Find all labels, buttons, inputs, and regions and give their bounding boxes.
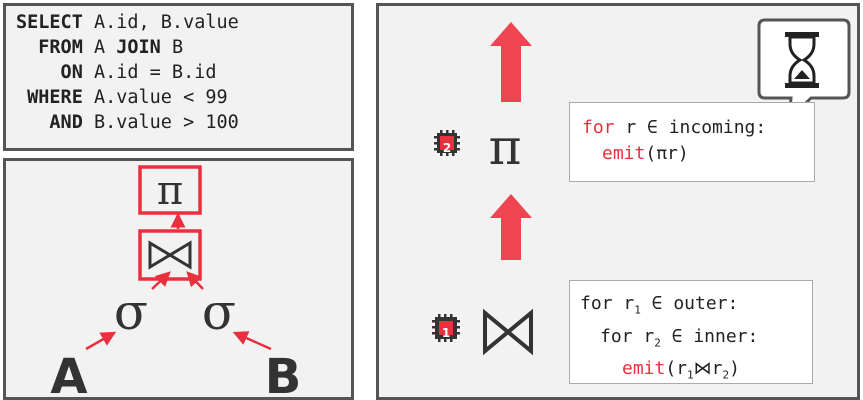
query-plan-tree: π σ σ A B [50, 165, 302, 397]
code-subscript: 2 [654, 336, 661, 350]
code-text: ∈ inner: [660, 325, 759, 347]
table-b-label: B [265, 349, 302, 397]
pipeline-join-symbol [483, 308, 533, 356]
lower-up-arrow [490, 194, 532, 260]
pipeline-panel: 2 π 1 for r ∈ incoming: [376, 3, 860, 400]
sql-join-condition: A.id = B.id [82, 62, 217, 83]
sql-keyword-select: SELECT [16, 12, 83, 33]
sql-join-table: B [160, 37, 184, 58]
projection-code-line-2: emit(πr) [582, 141, 814, 167]
cpu-chip-icon [434, 130, 460, 156]
sql-query-panel: SELECT A.id, B.value FROM A JOIN B ON A.… [3, 3, 354, 151]
sql-keyword-on: ON [16, 62, 83, 83]
edge-sigma-to-join-left [151, 271, 171, 290]
code-text: r ∈ incoming: [614, 117, 767, 138]
sql-keyword-from: FROM [16, 37, 83, 58]
edge-sigma-to-join-right [186, 271, 204, 290]
sql-from-table: A [82, 37, 117, 58]
table-a-label: A [50, 349, 87, 397]
code-text: (r [665, 358, 688, 380]
code-subscript: 1 [634, 303, 641, 317]
edge-a-to-sigma [85, 331, 117, 351]
join-worker-id: 1 [442, 326, 450, 340]
projection-node-box [138, 165, 202, 215]
sql-select-list: A.id, B.value [82, 12, 239, 33]
code-text: ) [729, 358, 740, 380]
join-code-line-3: emit(r1⋈r2) [580, 356, 812, 389]
edge-b-to-sigma [232, 331, 272, 351]
pipeline-diagram: 2 π 1 [432, 18, 851, 356]
join-code-box: for r1 ∈ outer: for r2 ∈ inner: emit(r1⋈… [569, 280, 813, 384]
join-node-box [138, 229, 202, 281]
pipeline-projection-symbol: π [489, 118, 522, 176]
code-text: r [612, 293, 635, 314]
code-text: ⋈r [693, 358, 723, 380]
code-text: r [632, 325, 655, 347]
projection-symbol: π [157, 168, 183, 214]
code-keyword-emit: emit [602, 143, 646, 164]
hourglass-icon [785, 32, 819, 88]
join-symbol [148, 240, 192, 270]
code-keyword-emit: emit [622, 358, 666, 380]
projection-worker-id: 2 [443, 141, 451, 155]
code-keyword-for: for [580, 293, 613, 314]
code-text: (πr) [645, 143, 689, 164]
query-plan-panel: π σ σ A B [3, 158, 354, 400]
selection-symbol-right: σ [202, 283, 236, 341]
sql-and-condition: B.value > 100 [82, 112, 239, 133]
code-keyword-for: for [582, 117, 615, 138]
join-code-line-1: for r1 ∈ outer: [580, 291, 812, 324]
sql-where-condition: A.value < 99 [82, 87, 228, 108]
code-subscript: 2 [722, 368, 730, 382]
sql-keyword-join: JOIN [116, 37, 161, 58]
cpu-chip-icon [432, 314, 460, 342]
code-keyword-for: for [600, 325, 633, 347]
code-subscript: 1 [687, 368, 694, 382]
sql-query: SELECT A.id, B.value FROM A JOIN B ON A.… [16, 10, 239, 135]
upper-up-arrow [490, 22, 532, 102]
code-text: ∈ outer: [640, 293, 739, 314]
sql-keyword-where: WHERE [16, 87, 83, 108]
projection-code-box: for r ∈ incoming: emit(πr) [569, 102, 815, 182]
selection-symbol-left: σ [114, 283, 148, 341]
sql-keyword-and: AND [16, 112, 83, 133]
projection-code-line-1: for r ∈ incoming: [582, 115, 814, 141]
join-code-line-2: for r2 ∈ inner: [580, 324, 812, 357]
